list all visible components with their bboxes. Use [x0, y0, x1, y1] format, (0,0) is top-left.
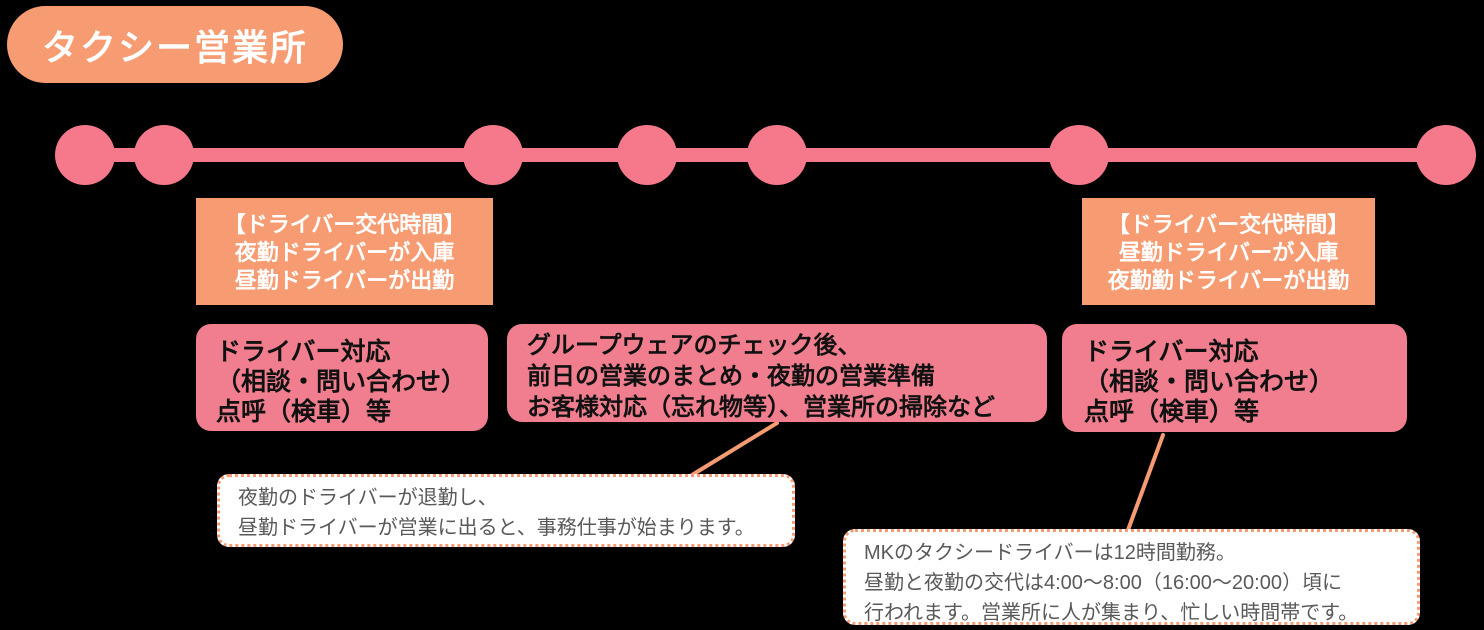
page-title: タクシー営業所	[41, 26, 308, 68]
note-line: MKのタクシードライバーは12時間勤務。	[864, 542, 1236, 564]
note-line: 夜勤のドライバーが退勤し、	[238, 487, 498, 509]
note-line: 昼勤ドライバーが営業に出ると、事務仕事が始まります。	[238, 517, 755, 539]
task-line: お客様対応（忘れ物等）、営業所の掃除など	[527, 394, 995, 421]
office-work-box: グループウェアのチェック後、 前日の営業のまとめ・夜勤の営業準備 お客様対応（忘…	[507, 324, 1047, 422]
driver-support-box-left: ドライバー対応 （相談・問い合わせ） 点呼（検車）等	[196, 324, 488, 431]
connector-line-left	[690, 421, 779, 477]
driver-support-box-right: ドライバー対応 （相談・問い合わせ） 点呼（検車）等	[1062, 324, 1407, 432]
note-line: 行われます。営業所に人が集まり、忙しい時間帯です。	[864, 602, 1359, 624]
shift-change-line: 夜勤勤ドライバーが出勤	[1107, 268, 1350, 293]
task-line: グループウェアのチェック後、	[527, 332, 862, 359]
shift-change-heading: 【ドライバー交代時間】	[1107, 212, 1350, 237]
timeline-node	[1049, 125, 1109, 185]
task-line: （相談・問い合わせ）	[1084, 368, 1335, 396]
timeline-node	[55, 125, 115, 185]
timeline-node	[747, 125, 807, 185]
shift-change-box-evening: 【ドライバー交代時間】 昼勤ドライバーが入庫 夜勤勤ドライバーが出勤	[1082, 198, 1375, 305]
shift-change-line: 昼勤ドライバーが入庫	[1118, 240, 1339, 265]
shift-change-box-morning: 【ドライバー交代時間】 夜勤ドライバーが入庫 昼勤ドライバーが出勤	[196, 198, 493, 305]
note-box-shift-change: MKのタクシードライバーは12時間勤務。 昼勤と夜勤の交代は4:00〜8:00（…	[843, 529, 1420, 625]
timeline-node	[1416, 125, 1476, 185]
timeline-node	[463, 125, 523, 185]
shift-change-heading: 【ドライバー交代時間】	[223, 212, 466, 237]
task-line: 点呼（検車）等	[1084, 398, 1260, 426]
task-line: ドライバー対応	[1084, 338, 1259, 366]
task-line: 前日の営業のまとめ・夜勤の営業準備	[527, 363, 935, 390]
shift-change-line: 夜勤ドライバーが入庫	[234, 240, 455, 265]
note-line: 昼勤と夜勤の交代は4:00〜8:00（16:00〜20:00）頃に	[864, 572, 1342, 594]
title-pill: タクシー営業所	[7, 6, 343, 83]
connector-line-right	[1126, 433, 1165, 532]
task-line: ドライバー対応	[216, 338, 391, 366]
note-box-office-work: 夜勤のドライバーが退勤し、 昼勤ドライバーが営業に出ると、事務仕事が始まります。	[217, 474, 795, 547]
timeline-node	[617, 125, 677, 185]
task-line: 点呼（検車）等	[216, 398, 392, 426]
task-line: （相談・問い合わせ）	[216, 368, 467, 396]
shift-change-line: 昼勤ドライバーが出勤	[234, 268, 455, 293]
timeline-node	[134, 125, 194, 185]
